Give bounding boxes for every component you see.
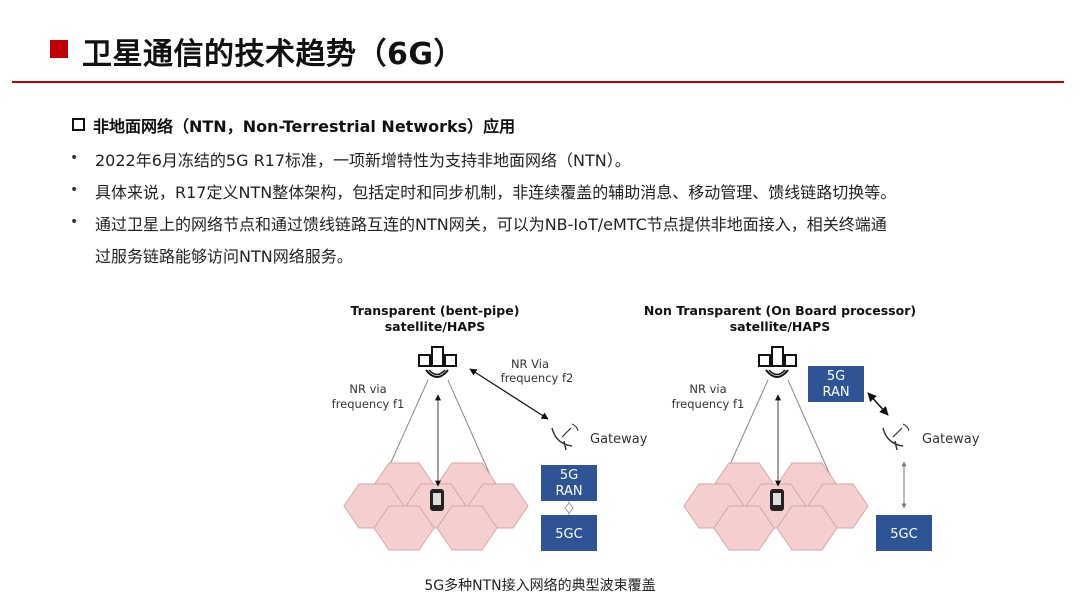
phone-icon	[430, 489, 444, 511]
title-marker	[50, 40, 68, 58]
gateway-label: Gateway	[590, 432, 648, 447]
core-node	[876, 515, 932, 551]
diagram-caption: 5G多种NTN接入网络的典型波束覆盖	[424, 578, 656, 594]
satellite-dish-icon	[882, 423, 910, 451]
bullet-text-1: 2022年6月冻结的5G R17标准，一项新增特性为支持非地面网络（NTN）。	[95, 151, 631, 170]
transparent-diagram: Transparent (bent-pipe) satellite/HAPS	[332, 303, 648, 551]
onboard-ran-node	[808, 366, 864, 402]
subheading: 非地面网络（NTN，Non-Terrestrial Networks）应用	[93, 117, 516, 136]
nr-via-f1-line2: frequency f1	[672, 397, 745, 411]
bullet-marker: •	[70, 150, 79, 166]
transparent-title-line1: Transparent (bent-pipe)	[351, 303, 520, 318]
satellite-icon	[758, 346, 797, 378]
ran-label-line1: 5G	[560, 468, 578, 483]
ran-label-line2: RAN	[555, 484, 582, 499]
bullet-text-3: 通过卫星上的网络节点和通过馈线链路互连的NTN网关，可以为NB-IoT/eMTC…	[95, 215, 887, 234]
subheading-checkbox-icon	[72, 118, 85, 131]
gateway-label: Gateway	[922, 432, 980, 447]
non-transparent-title-line1: Non Transparent (On Board processor)	[644, 303, 916, 318]
page-title: 卫星通信的技术趋势（6G）	[82, 37, 464, 72]
ran-node	[541, 465, 597, 501]
transparent-title-line2: satellite/HAPS	[385, 319, 486, 334]
feeder-link	[867, 392, 889, 416]
nr-via-f2-line2: frequency f2	[501, 371, 574, 385]
non-transparent-title-line2: satellite/HAPS	[730, 319, 831, 334]
core-node	[541, 515, 597, 551]
feeder-link	[469, 368, 549, 420]
bullet-text-2: 具体来说，R17定义NTN整体架构，包括定时和同步机制，非连续覆盖的辅助消息、移…	[95, 183, 897, 202]
bullet-text-3-continued: 过服务链路能够访问NTN网络服务。	[95, 247, 353, 266]
nr-via-f2-line1: NR Via	[511, 357, 549, 371]
link-connector	[564, 502, 574, 514]
bullet-marker: •	[70, 182, 79, 198]
core-label: 5GC	[555, 527, 582, 542]
phone-icon	[770, 489, 784, 511]
satellite-icon	[418, 346, 457, 378]
nr-via-f1-line1: NR via	[689, 382, 726, 396]
nr-via-f1-line2: frequency f1	[332, 397, 405, 411]
nr-via-f1-line1: NR via	[349, 382, 386, 396]
bullet-marker: •	[70, 214, 79, 230]
title-divider	[12, 81, 1064, 83]
ran-label-line1: 5G	[827, 369, 845, 384]
non-transparent-diagram: Non Transparent (On Board processor) sat…	[644, 303, 980, 551]
core-label: 5GC	[890, 527, 917, 542]
ran-label-line2: RAN	[822, 385, 849, 400]
satellite-dish-icon	[551, 423, 579, 451]
